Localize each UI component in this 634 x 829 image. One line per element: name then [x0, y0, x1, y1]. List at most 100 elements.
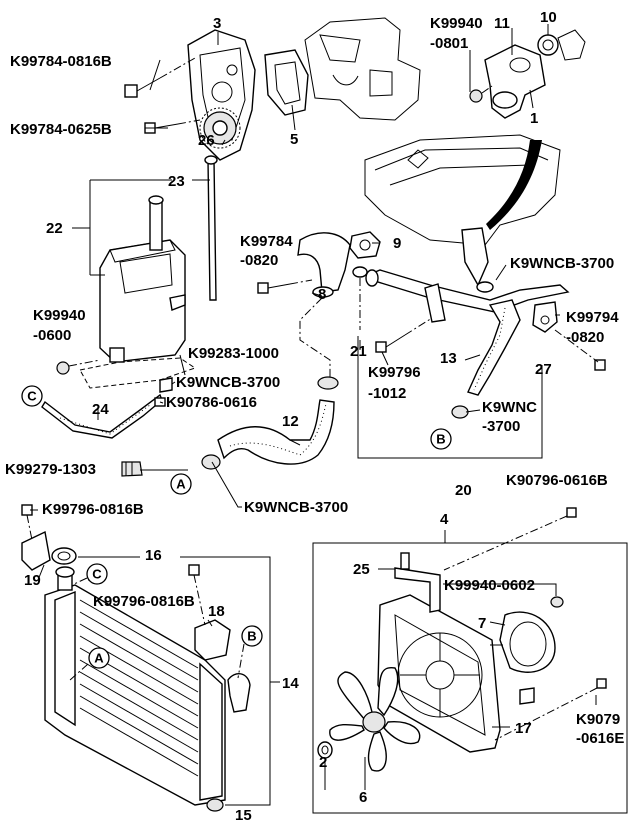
callout-b-radiator: B	[241, 625, 263, 647]
clamp-k9wncb-3700-mid	[317, 376, 339, 390]
clamp-k9wnc-3700	[451, 405, 469, 419]
label-k99784-0816b: K99784-0816B	[10, 53, 112, 70]
clip-k99283-1000	[159, 377, 173, 393]
bolt-k99794-0820	[554, 329, 606, 371]
callout-c-left: C	[21, 385, 43, 407]
label-k99796-0816b-top: K99796-0816B	[42, 501, 144, 518]
label-part-13: 13	[440, 350, 457, 367]
nut-k99940-0602	[550, 596, 564, 608]
gasket-part-5	[264, 49, 309, 116]
label-k99279-1303: K99279-1303	[5, 461, 96, 478]
label-k9wnc-3700-line1: K9WNC	[482, 399, 537, 416]
label-k99940-0801-line1: K99940	[430, 15, 483, 32]
clamp-k9wncb-3700-low	[201, 454, 221, 470]
label-k99794-0820-line1: K99794	[566, 309, 619, 326]
washer-part-2	[317, 741, 333, 759]
label-k99940-0600-line2: -0600	[33, 327, 71, 344]
callout-c-radiator: C	[86, 563, 108, 585]
callout-a-radiator: A	[88, 647, 110, 669]
link-line-hose8-hose12	[299, 297, 331, 378]
label-k99796-1012-line1: K99796	[368, 364, 421, 381]
sprocket-part-26	[199, 107, 241, 149]
label-k99796-0816b-mid: K99796-0816B	[93, 593, 195, 610]
link-line-a-radiator	[69, 663, 89, 681]
bracket-part-27	[532, 301, 558, 333]
svg-text:C: C	[92, 567, 102, 582]
nut-k99940-0600	[56, 359, 101, 375]
label-k99796-1012-line2: -1012	[368, 385, 406, 402]
label-k9wncb-3700-mid: K9WNCB-3700	[176, 374, 280, 391]
svg-text:B: B	[436, 432, 445, 447]
label-k99940-0801-line2: -0801	[430, 35, 468, 52]
washer-k99940-0801	[469, 85, 493, 103]
label-k90796-0616b-side-line2: -0616E	[576, 730, 624, 747]
label-part-24: 24	[92, 401, 109, 418]
thermostat-part-10	[537, 29, 586, 61]
bracket-part-18	[194, 619, 231, 661]
fan-blade-part-6	[329, 667, 421, 772]
engine-block-illustration	[304, 17, 421, 121]
callout-a-mid: A	[170, 473, 192, 495]
label-part-19: 19	[24, 572, 41, 589]
bolt-k90796-0616b-side	[494, 678, 607, 741]
label-part-12: 12	[282, 413, 299, 430]
label-k9wncb-3700-top: K9WNCB-3700	[510, 255, 614, 272]
bolt-k99784-0625b	[144, 119, 201, 134]
label-k99940-0602: K99940-0602	[444, 577, 535, 594]
reservoir-bracket	[79, 294, 197, 389]
label-part-16: 16	[145, 547, 162, 564]
svg-text:C: C	[27, 389, 37, 404]
svg-text:A: A	[94, 651, 104, 666]
clamp-k99279-1303	[121, 461, 143, 477]
dipstick-part-23	[204, 155, 218, 301]
label-part-21: 21	[350, 343, 367, 360]
label-k99940-0600-line1: K99940	[33, 307, 86, 324]
label-k99283-1000: K99283-1000	[188, 345, 279, 362]
callout-b-mid: B	[430, 428, 452, 450]
cushion-part-15	[206, 798, 224, 812]
water-pipe	[365, 269, 570, 323]
svg-text:B: B	[247, 629, 256, 644]
label-part-4: 4	[440, 511, 449, 528]
bolt-k99796-0816b-mid	[188, 564, 206, 626]
bolt-k99784-0816b	[124, 57, 196, 98]
radiator-cap-part-16	[51, 547, 77, 565]
gasket-part-9	[349, 231, 381, 259]
hose-part-8	[297, 232, 351, 298]
o-ring-part-21	[352, 266, 368, 278]
label-k9wnc-3700-line2: -3700	[482, 418, 520, 435]
link-line-c-radiator	[71, 577, 88, 586]
radiator-part-14	[44, 566, 251, 806]
label-part-15: 15	[235, 807, 252, 824]
bolt-k99784-0820	[257, 279, 313, 294]
label-part-5: 5	[290, 131, 298, 148]
label-part-18: 18	[208, 603, 225, 620]
label-part-23: 23	[168, 173, 185, 190]
label-part-6: 6	[359, 789, 367, 806]
label-k90796-0616b-side-line1: K9079	[576, 711, 620, 728]
bolt-k90796-0616b-top	[443, 507, 577, 571]
label-k90796-0616b-top: K90796-0616B	[506, 472, 608, 489]
label-part-3: 3	[213, 15, 221, 32]
label-part-1: 1	[530, 110, 538, 127]
label-k90786-0616: K90786-0616	[166, 394, 257, 411]
label-part-2: 2	[319, 754, 327, 771]
hose-part-13	[467, 299, 521, 396]
label-part-7: 7	[478, 615, 486, 632]
assembly-arrow	[486, 140, 542, 230]
label-part-27: 27	[535, 361, 552, 378]
hose-part-12	[217, 399, 335, 465]
labels: 3 K99784-0816B K99940 -0801 11 10 1 5 K9…	[5, 9, 624, 824]
clamp-k9wncb-3700-top	[476, 281, 494, 293]
bracket-part-19	[21, 530, 51, 571]
label-part-9: 9	[393, 235, 401, 252]
label-part-22: 22	[46, 220, 63, 237]
link-line-b-radiator	[237, 643, 245, 679]
svg-text:A: A	[176, 477, 186, 492]
label-part-14: 14	[282, 675, 299, 692]
leader-22	[72, 179, 160, 276]
fan-assembly-box	[312, 542, 628, 814]
label-k99794-0820-line2: -0820	[566, 329, 604, 346]
stay-part-25	[394, 552, 441, 613]
